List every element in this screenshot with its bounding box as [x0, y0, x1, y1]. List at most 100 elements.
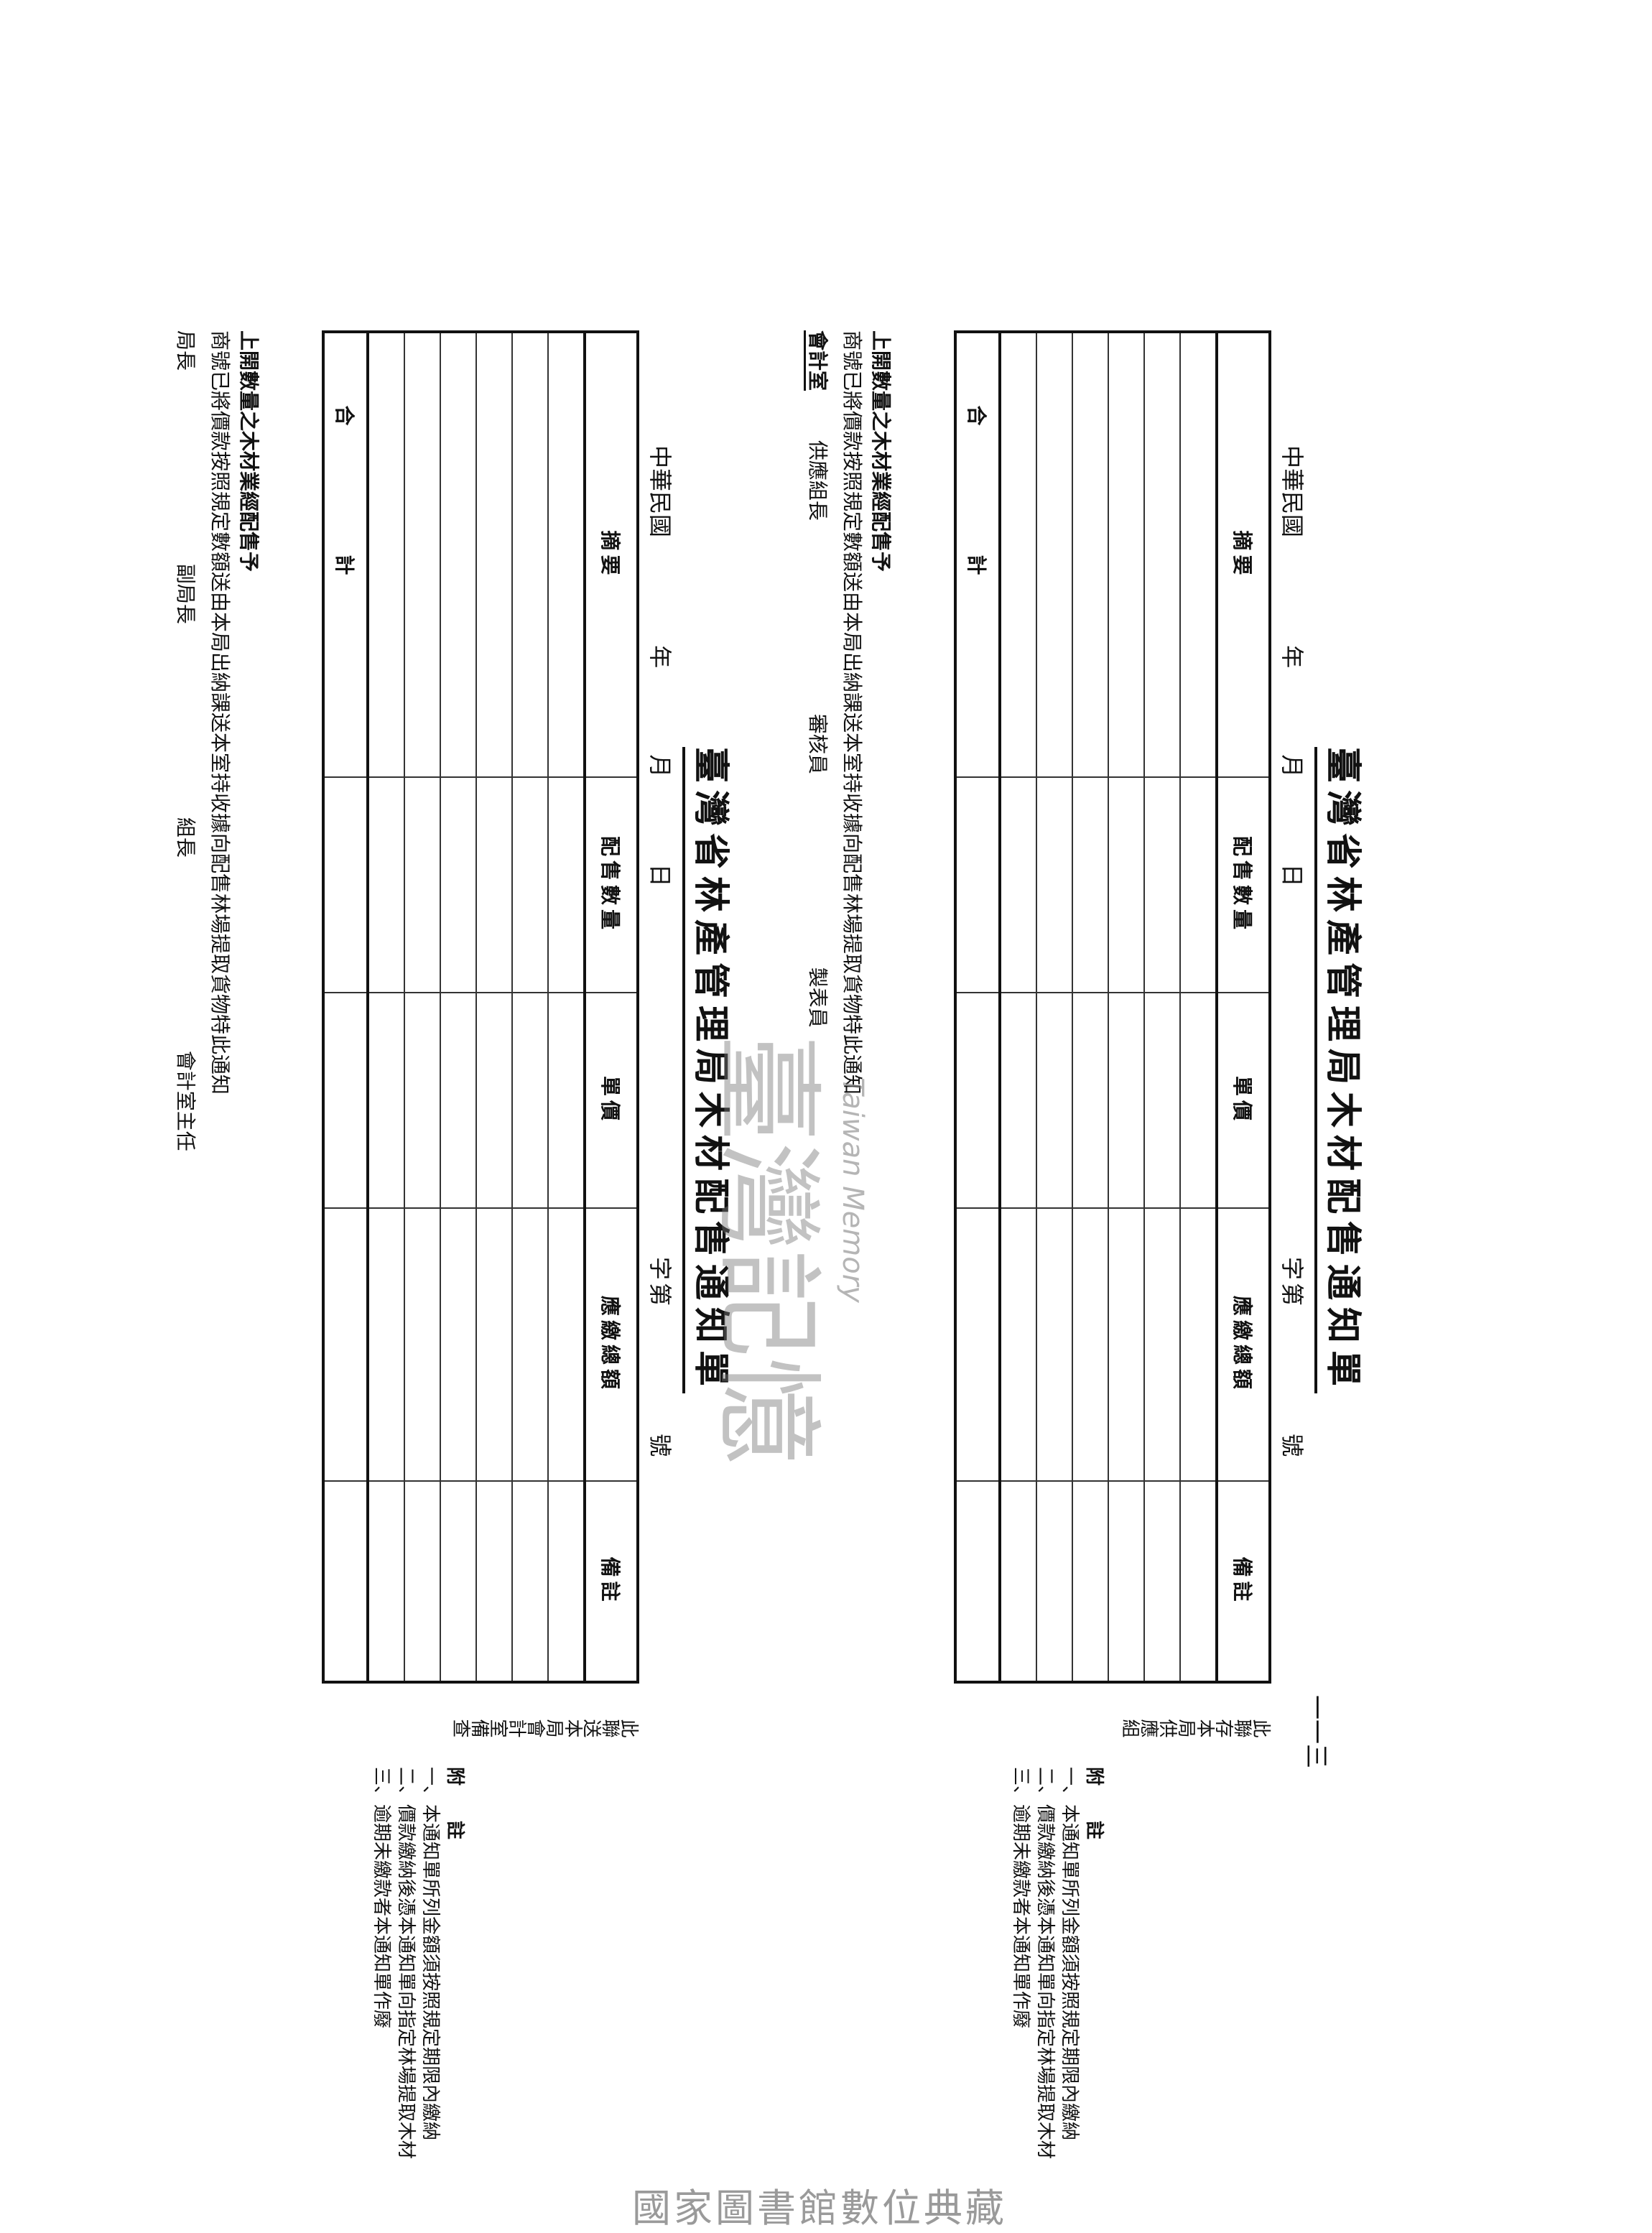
cell[interactable] — [476, 332, 512, 777]
allocation-notice-form-b: 臺灣省林產管理局木材配售通知單 中華民國 年 月 日 字第 號 摘要 配售數量 … — [804, 330, 1379, 1738]
table-row — [512, 332, 548, 1682]
date-era: 中華民國 — [646, 445, 674, 538]
table-row — [1180, 332, 1217, 1682]
footer-lead: 上開數量之木材業經配售予 — [868, 330, 896, 945]
cell[interactable] — [1072, 1208, 1108, 1481]
col-unit-price: 單價 — [1217, 993, 1270, 1208]
cell[interactable] — [404, 993, 440, 1208]
cell[interactable] — [1180, 1208, 1217, 1481]
cell[interactable] — [512, 1481, 548, 1682]
col-summary: 摘要 — [1217, 332, 1270, 777]
cell[interactable] — [1072, 777, 1108, 993]
signature-line: 局長 副局長 組長 會計室主任 — [172, 330, 201, 1338]
cell[interactable] — [548, 1208, 585, 1481]
table-header-row: 摘要 配售數量 單價 應繳總額 備註 — [1217, 332, 1270, 1682]
cell[interactable] — [1000, 777, 1036, 993]
cell[interactable] — [512, 777, 548, 993]
cell[interactable] — [404, 332, 440, 777]
signature-section-chief: 組長 — [174, 817, 198, 858]
cell[interactable] — [368, 993, 404, 1208]
cell[interactable] — [512, 1208, 548, 1481]
cell[interactable] — [955, 1481, 1000, 1682]
cell[interactable] — [1108, 993, 1144, 1208]
copy-note: 此聯存本局供應組 — [1122, 1716, 1271, 1737]
cell[interactable] — [512, 332, 548, 777]
cell[interactable] — [404, 1208, 440, 1481]
cell[interactable] — [440, 332, 476, 777]
cell[interactable] — [440, 777, 476, 993]
date-month: 月 — [646, 754, 674, 778]
appendix-heading: 附 註 — [444, 1767, 465, 1854]
allocation-table: 摘要 配售數量 單價 應繳總額 備註 合計 — [954, 330, 1271, 1684]
form-date: 中華民國 年 月 日 — [645, 445, 678, 887]
cell[interactable] — [1144, 993, 1180, 1208]
cell[interactable] — [1000, 1208, 1036, 1481]
cell[interactable] — [404, 777, 440, 993]
cell[interactable] — [1072, 332, 1108, 777]
cell[interactable] — [440, 1208, 476, 1481]
cell[interactable] — [323, 993, 368, 1208]
appendix-item: 二、價款繳納後憑本通知單向指定林場提取木材 — [1034, 1767, 1056, 2160]
cell[interactable] — [1108, 1208, 1144, 1481]
cell[interactable] — [1144, 777, 1180, 993]
cell[interactable] — [368, 332, 404, 777]
cell[interactable] — [1036, 1208, 1072, 1481]
cell[interactable] — [476, 1208, 512, 1481]
appendix-item: 一、本通知單所列金額須按照規定期限內繳納 — [419, 1767, 441, 2141]
appendix-item: 三、逾期未繳款者本通知單作廢 — [1010, 1767, 1031, 2029]
cell[interactable] — [1000, 1481, 1036, 1682]
cell[interactable] — [1144, 1208, 1180, 1481]
allocation-lead-text: 上開數量之木材業經配售予 — [869, 330, 893, 572]
cell[interactable] — [548, 777, 585, 993]
cell[interactable] — [1180, 1481, 1217, 1682]
cell[interactable] — [955, 1208, 1000, 1481]
col-remarks: 備註 — [585, 1481, 638, 1682]
cell[interactable] — [1144, 1481, 1180, 1682]
cell[interactable] — [1036, 993, 1072, 1208]
cell[interactable] — [476, 777, 512, 993]
cell[interactable] — [1108, 332, 1144, 777]
cell[interactable] — [368, 777, 404, 993]
cell[interactable] — [512, 993, 548, 1208]
cell[interactable] — [548, 993, 585, 1208]
form-title: 臺灣省林產管理局木材配售通知單 — [1314, 747, 1372, 1393]
cell[interactable] — [548, 1481, 585, 1682]
cell[interactable] — [955, 777, 1000, 993]
cell[interactable] — [1180, 993, 1217, 1208]
cell[interactable] — [1108, 777, 1144, 993]
cell[interactable] — [323, 1208, 368, 1481]
appendix-item: 二、價款繳納後憑本通知單向指定林場提取木材 — [395, 1767, 417, 2160]
date-era: 中華民國 — [1279, 445, 1306, 538]
col-summary: 摘要 — [585, 332, 638, 777]
col-quantity: 配售數量 — [585, 777, 638, 993]
footer-instruction: 商號已將價款按照規定數額送由本局出納課送本室持收據向配售林場提取貨物特此通知 — [208, 330, 232, 1095]
cell[interactable] — [404, 1481, 440, 1682]
signature-auditor: 審核員 — [806, 713, 830, 774]
cell[interactable] — [1036, 332, 1072, 777]
table-header-row: 摘要 配售數量 單價 應繳總額 備註 — [585, 332, 638, 1682]
cell[interactable] — [323, 777, 368, 993]
cell[interactable] — [1036, 777, 1072, 993]
cell[interactable] — [1036, 1481, 1072, 1682]
watermark-english: Taiwan Memory — [836, 1077, 869, 1303]
table-row — [1000, 332, 1036, 1682]
cell[interactable] — [476, 1481, 512, 1682]
cell[interactable] — [440, 1481, 476, 1682]
signature-deputy: 副局長 — [174, 563, 198, 624]
cell[interactable] — [440, 993, 476, 1208]
cell[interactable] — [1000, 993, 1036, 1208]
cell[interactable] — [368, 1208, 404, 1481]
cell[interactable] — [1072, 993, 1108, 1208]
cell[interactable] — [476, 993, 512, 1208]
cell[interactable] — [1000, 332, 1036, 777]
cell[interactable] — [1072, 1481, 1108, 1682]
cell[interactable] — [1144, 332, 1180, 777]
cell[interactable] — [1108, 1481, 1144, 1682]
cell[interactable] — [955, 993, 1000, 1208]
cell[interactable] — [1180, 332, 1217, 777]
cell[interactable] — [1180, 777, 1217, 993]
cell[interactable] — [323, 1481, 368, 1682]
cell[interactable] — [548, 332, 585, 777]
form-date: 中華民國 年 月 日 — [1277, 445, 1310, 887]
cell[interactable] — [368, 1481, 404, 1682]
